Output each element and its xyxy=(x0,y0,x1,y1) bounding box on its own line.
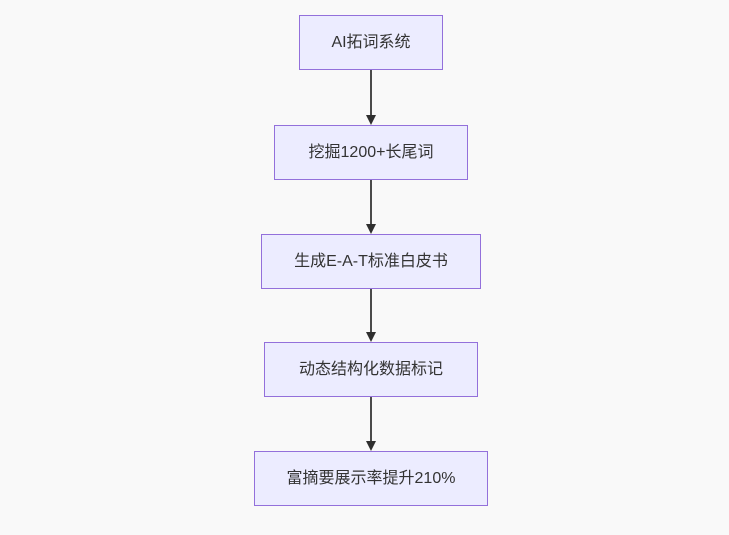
edge-line xyxy=(370,70,372,116)
arrowhead-down-icon xyxy=(366,224,376,234)
node-label: 富摘要展示率提升210% xyxy=(286,469,456,487)
flowchart-node-longtail-keywords: 挖掘1200+长尾词 xyxy=(274,125,468,180)
flowchart-node-rich-snippet-rate: 富摘要展示率提升210% xyxy=(254,451,488,506)
flowchart-node-eat-whitepaper: 生成E-A-T标准白皮书 xyxy=(261,234,481,289)
arrowhead-down-icon xyxy=(366,441,376,451)
edge-line xyxy=(370,180,372,225)
flowchart-edge-c-d xyxy=(365,289,377,342)
node-label: AI拓词系统 xyxy=(331,33,411,51)
node-label: 挖掘1200+长尾词 xyxy=(308,143,434,161)
edge-line xyxy=(370,397,372,442)
flowchart-node-structured-data-markup: 动态结构化数据标记 xyxy=(264,342,478,397)
arrowhead-down-icon xyxy=(366,332,376,342)
flowchart-edge-a-b xyxy=(365,70,377,125)
flowchart-node-ai-word-expansion: AI拓词系统 xyxy=(299,15,443,70)
node-label: 生成E-A-T标准白皮书 xyxy=(294,252,448,270)
edge-line xyxy=(370,289,372,333)
flowchart-edge-b-c xyxy=(365,180,377,234)
flowchart-edge-d-e xyxy=(365,397,377,451)
node-label: 动态结构化数据标记 xyxy=(298,360,443,378)
arrowhead-down-icon xyxy=(366,115,376,125)
